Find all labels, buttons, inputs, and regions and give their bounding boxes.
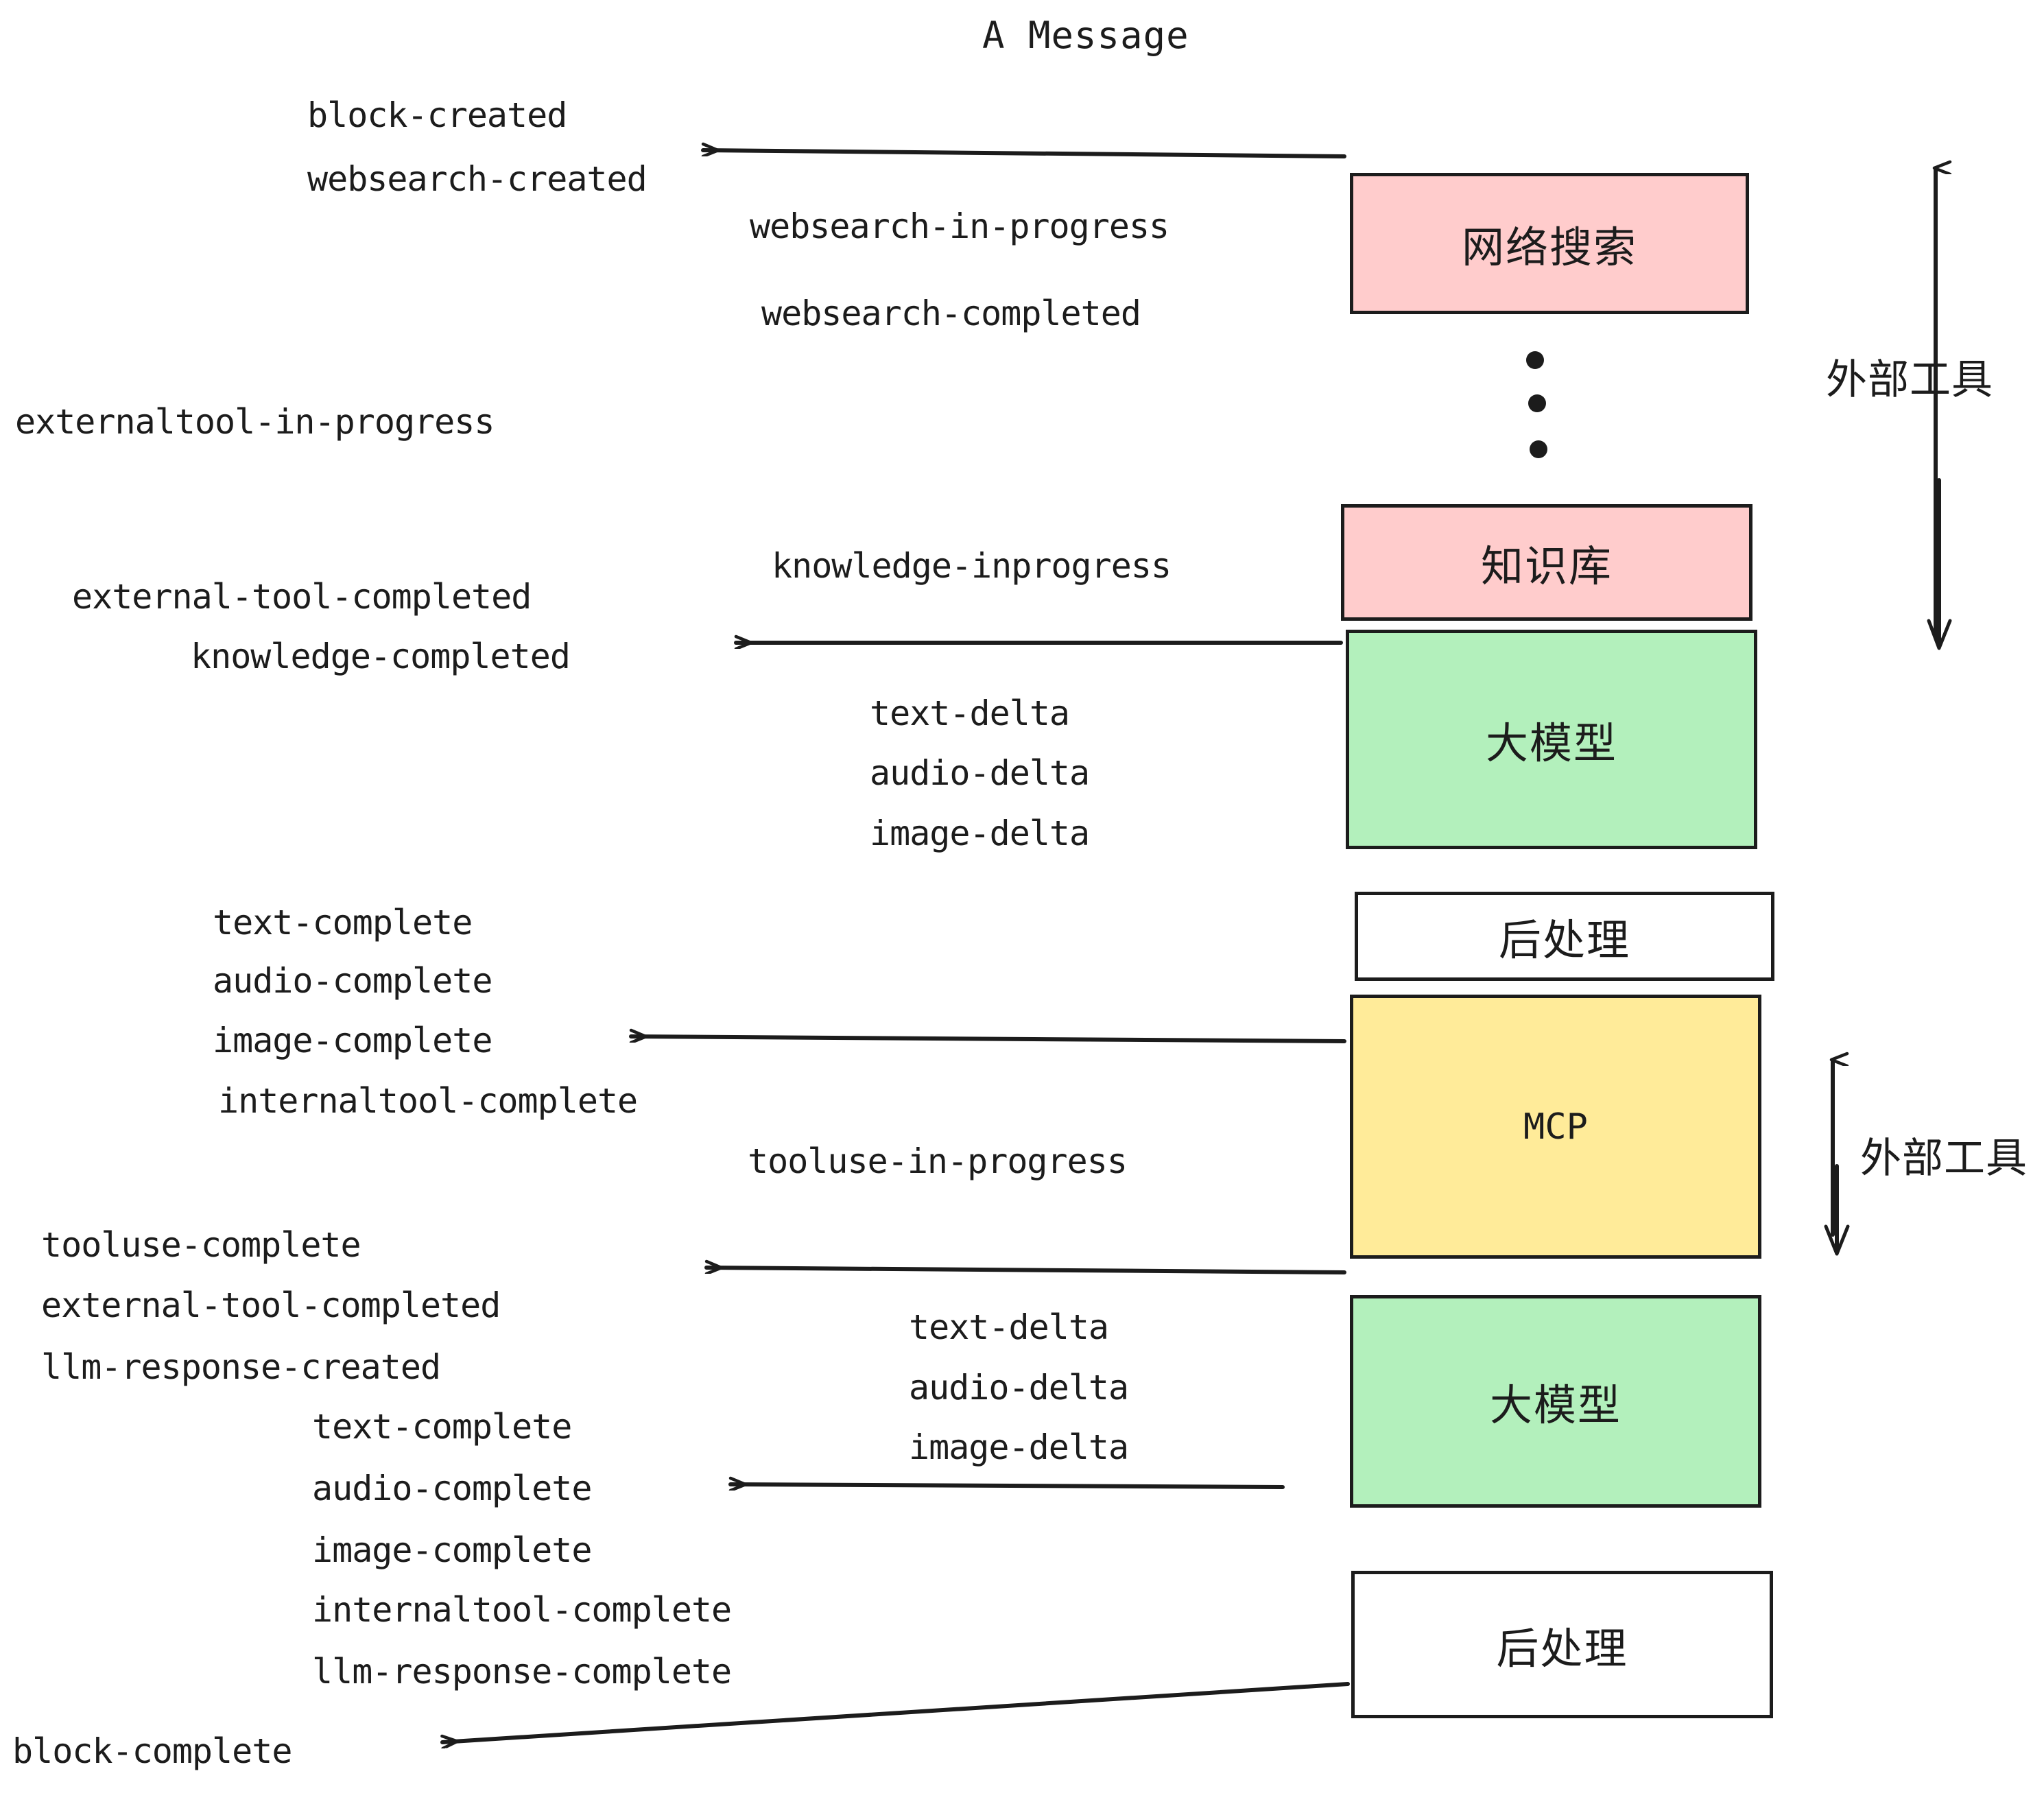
event-external-tool-completed-2: external-tool-completed <box>41 1285 501 1325</box>
arrow-websearch-created <box>701 150 1346 158</box>
event-knowledge-inprogress: knowledge-inprogress <box>772 546 1172 586</box>
ellipsis-dot-2 <box>1528 394 1546 412</box>
arrow-block-complete <box>440 1682 1350 1742</box>
event-llm-response-created: llm-response-created <box>41 1347 441 1387</box>
page-title: A Message <box>982 14 1189 57</box>
event-audio-delta-1: audio-delta <box>870 753 1090 793</box>
box-websearch[interactable]: 网络搜索 <box>1350 173 1749 314</box>
arrow-tooluse-complete <box>704 1268 1346 1274</box>
box-llm-lower-label: 大模型 <box>1489 1380 1621 1430</box>
event-block-created: block-created <box>307 95 567 135</box>
event-image-complete-1: image-complete <box>213 1021 492 1060</box>
event-image-delta-2: image-delta <box>909 1427 1129 1467</box>
event-knowledge-completed: knowledge-completed <box>191 637 571 676</box>
ellipsis-dot-1 <box>1526 351 1544 369</box>
event-tooluse-in-progress: tooluse-in-progress <box>748 1141 1128 1181</box>
event-block-complete: block-complete <box>12 1731 292 1771</box>
box-knowledge[interactable]: 知识库 <box>1341 504 1752 621</box>
box-llm-upper[interactable]: 大模型 <box>1346 630 1757 849</box>
event-text-complete-1: text-complete <box>213 903 473 942</box>
event-audio-delta-2: audio-delta <box>909 1368 1129 1408</box>
external-tools-arrow-upper-down <box>1927 478 1952 650</box>
event-websearch-completed: websearch-completed <box>761 294 1141 333</box>
box-llm-lower[interactable]: 大模型 <box>1350 1295 1761 1508</box>
event-text-complete-2: text-complete <box>312 1407 572 1447</box>
event-internaltool-complete-1: internaltool-complete <box>218 1081 638 1121</box>
event-tooluse-complete: tooluse-complete <box>41 1225 361 1265</box>
box-mcp-label: MCP <box>1523 1106 1588 1148</box>
event-text-delta-1: text-delta <box>870 693 1070 733</box>
box-mcp[interactable]: MCP <box>1350 995 1761 1259</box>
event-llm-response-complete: llm-response-complete <box>312 1652 732 1692</box>
event-text-delta-2: text-delta <box>909 1307 1109 1347</box>
event-externaltool-in-progress: externaltool-in-progress <box>15 402 495 442</box>
box-websearch-label: 网络搜索 <box>1461 222 1637 272</box>
event-external-tool-completed-1: external-tool-completed <box>72 577 532 617</box>
event-websearch-created: websearch-created <box>307 159 647 199</box>
side-label-external-tools-lower: 外部工具 <box>1860 1135 2028 1183</box>
arrow-image-complete <box>629 1036 1346 1043</box>
box-postprocess-upper-label: 后处理 <box>1498 915 1630 965</box>
box-llm-upper-label: 大模型 <box>1485 718 1617 768</box>
event-image-delta-1: image-delta <box>870 814 1090 853</box>
event-image-complete-2: image-complete <box>312 1530 592 1570</box>
box-postprocess-upper[interactable]: 后处理 <box>1355 892 1774 981</box>
side-label-external-tools-upper: 外部工具 <box>1826 356 1993 404</box>
arrow-audio-complete <box>728 1484 1285 1487</box>
event-websearch-in-progress: websearch-in-progress <box>750 206 1169 246</box>
event-audio-complete-1: audio-complete <box>213 961 492 1001</box>
event-audio-complete-2: audio-complete <box>312 1469 592 1508</box>
external-tools-arrow-lower-down <box>1824 1164 1850 1256</box>
box-postprocess-lower[interactable]: 后处理 <box>1351 1571 1773 1718</box>
event-internaltool-complete-2: internaltool-complete <box>312 1590 732 1630</box>
ellipsis-dot-3 <box>1530 440 1547 458</box>
box-knowledge-label: 知识库 <box>1480 541 1613 591</box>
box-postprocess-lower-label: 后处理 <box>1496 1623 1628 1674</box>
